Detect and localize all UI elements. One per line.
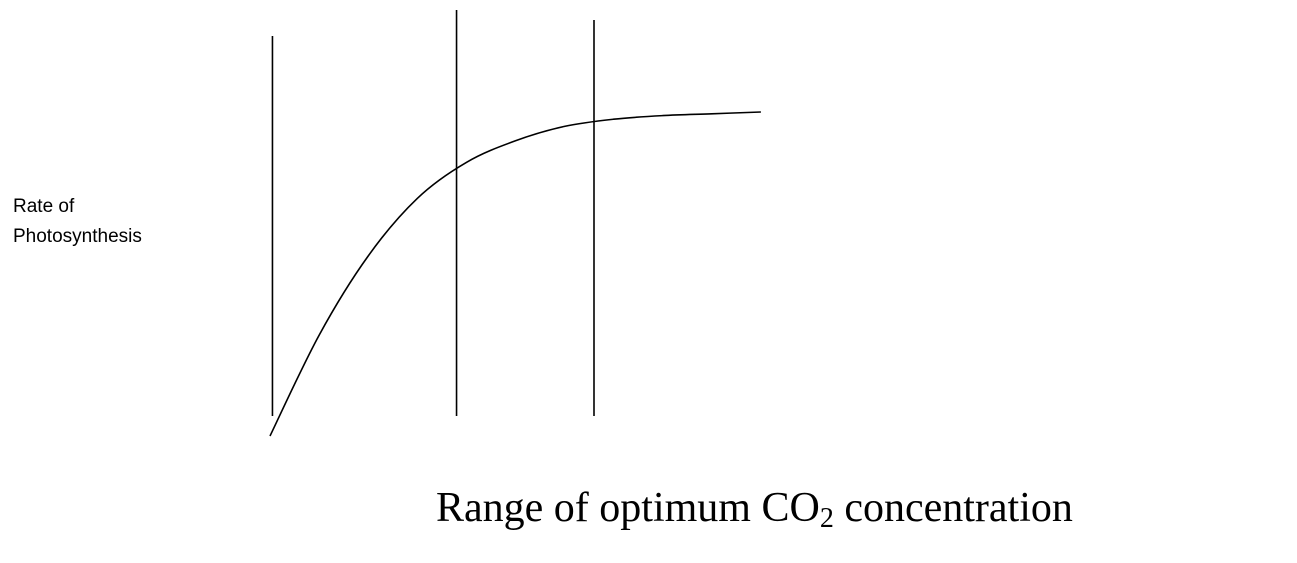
y-axis-label: Rate of Photosynthesis: [13, 192, 142, 252]
x-axis-label-suffix: concentration: [833, 485, 1073, 531]
x-axis-label: Range of optimum CO2 concentration: [436, 484, 1073, 534]
x-axis-label-prefix: Range of optimum CO: [436, 485, 820, 531]
x-axis-label-subscript: 2: [819, 503, 834, 534]
y-axis-label-line-1: Rate of: [13, 196, 75, 217]
series-line-1: [269, 111, 761, 437]
y-axis-label-line-2: Photosynthesis: [13, 226, 142, 247]
